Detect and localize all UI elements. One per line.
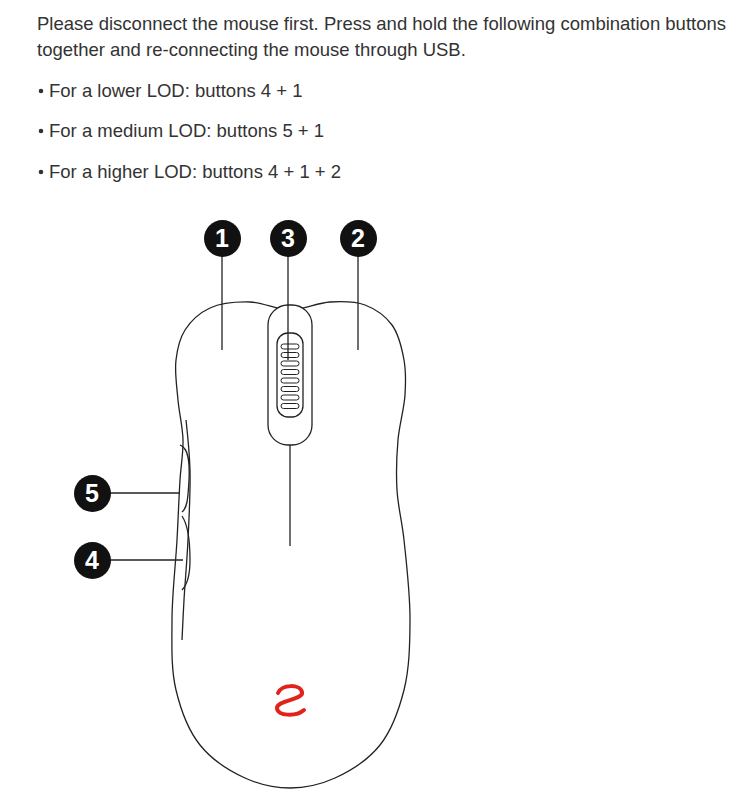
leader-line	[357, 256, 358, 350]
side-button	[182, 516, 190, 590]
bullet	[39, 170, 44, 175]
label-text: For a medium LOD: buttons 5 + 1	[49, 120, 324, 141]
circle-fill	[74, 542, 111, 579]
bullet-item: For a medium LOD: buttons 5 + 1	[49, 118, 649, 144]
callout-circle: 4	[74, 542, 111, 579]
instruction-text: Please disconnect the mouse first. Press…	[37, 11, 739, 63]
mouse-body	[172, 302, 410, 788]
callout-number: 2	[340, 224, 377, 253]
circle-fill	[74, 475, 111, 512]
bullet	[39, 89, 44, 94]
wheel-ridge	[281, 404, 299, 409]
callout-number: 5	[74, 479, 111, 508]
bullet-item: For a lower LOD: buttons 4 + 1	[49, 78, 649, 104]
leader-line	[110, 559, 183, 560]
circle-fill	[204, 220, 241, 257]
callout-circle: 3	[270, 220, 307, 257]
brand-logo	[277, 686, 304, 715]
scroll-wheel	[277, 333, 303, 417]
label-text: For a higher LOD: buttons 4 + 1 + 2	[49, 161, 341, 182]
wheel-housing	[268, 305, 312, 445]
circle-fill	[340, 220, 377, 257]
callout-circle: 1	[204, 220, 241, 257]
bullet	[39, 129, 44, 134]
label-text: Please disconnect the mouse first. Press…	[37, 13, 726, 60]
callout-number: 4	[74, 546, 111, 575]
circle-fill	[270, 220, 307, 257]
wheel-ridge	[281, 370, 299, 375]
bullet-dots	[39, 89, 44, 175]
callout-number: 1	[204, 224, 241, 253]
callout-circle: 5	[74, 475, 111, 512]
leader-line	[221, 256, 222, 350]
button-seam	[289, 445, 290, 546]
callout-number: 3	[270, 224, 307, 253]
wheel-ridge	[281, 378, 299, 383]
bullet-item: For a higher LOD: buttons 4 + 1 + 2	[49, 159, 649, 185]
wheel-ridge	[281, 395, 299, 400]
wheel-ridge	[281, 344, 299, 349]
leader-line	[110, 492, 180, 493]
wheel-ridge	[281, 353, 299, 358]
side-button	[180, 445, 189, 512]
leader-line	[287, 256, 288, 360]
wheel-ridge	[281, 387, 299, 392]
wheel-ridge	[281, 361, 299, 366]
callout-circle: 2	[340, 220, 377, 257]
label-text: For a lower LOD: buttons 4 + 1	[49, 80, 302, 101]
mouse-drawing	[110, 256, 410, 788]
